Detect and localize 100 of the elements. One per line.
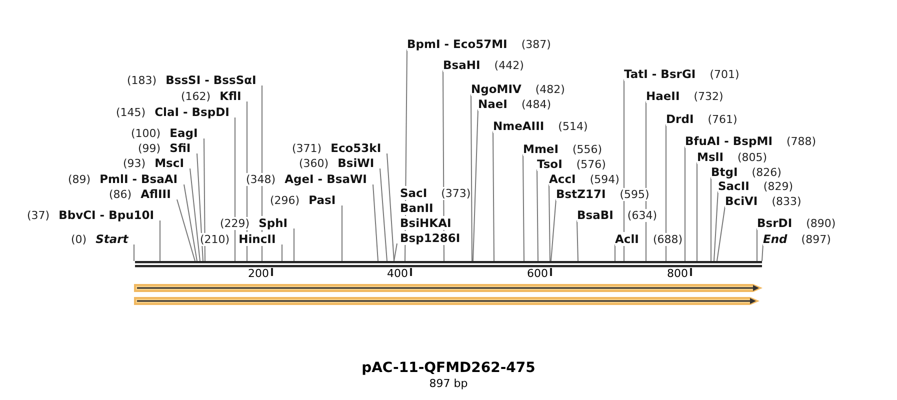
sequence-length: 897 bp (428, 377, 469, 390)
site-position: (229) (220, 216, 250, 230)
enzyme-name: AgeI - BsaWI (284, 172, 367, 186)
leader-line (176, 199, 196, 262)
site-position: (373) (441, 186, 471, 200)
ruler-label: 200 (247, 267, 269, 280)
site-position: (360) (299, 156, 329, 170)
site-position: (37) (27, 208, 50, 222)
site-position: (732) (694, 90, 724, 102)
leader-line (394, 243, 398, 262)
site-position: (210) (200, 232, 230, 246)
site-position: (829) (763, 180, 794, 192)
enzyme-name: MscI (154, 156, 184, 170)
leader-line (550, 199, 556, 262)
leader-line (184, 184, 198, 262)
site-position: (897) (801, 232, 831, 246)
site-position: (371) (292, 142, 322, 154)
leader-line (190, 168, 200, 262)
leader-line (386, 153, 394, 262)
site-position: (93) (123, 156, 146, 170)
site-position: (556) (572, 142, 602, 156)
enzyme-name: SacII (718, 178, 750, 192)
site-position: (576) (576, 158, 606, 170)
enzyme-name: ClaI - BspDI (154, 104, 230, 118)
leader-line (372, 184, 378, 262)
site-position: (890) (806, 216, 836, 230)
site-position: (514) (558, 120, 588, 132)
site-position: (100) (131, 126, 161, 140)
enzyme-name: NmeAIII (493, 118, 544, 132)
leader-line (710, 177, 712, 262)
leader-line (472, 109, 478, 262)
map-title: pAC-11-QFMD262-475 (360, 360, 536, 376)
sequence-end-label: Start (96, 232, 128, 246)
enzyme-name: BsiWI (338, 156, 374, 170)
leader-line (762, 244, 764, 262)
ruler-label: 600 (526, 267, 548, 280)
site-position: (788) (786, 134, 816, 148)
leader-line (234, 117, 236, 262)
ruler-label: 400 (386, 267, 408, 280)
site-position: (484) (521, 98, 552, 110)
site-position: (826) (752, 166, 782, 178)
site-position: (99) (138, 142, 161, 154)
leader-line (204, 138, 206, 262)
leader-line (536, 169, 538, 262)
leader-line (522, 154, 524, 262)
site-position: (296) (270, 194, 300, 206)
site-position: (348) (246, 172, 276, 186)
enzyme-name: NgoMIV (471, 82, 522, 96)
enzyme-name: BstZ17I (556, 186, 606, 200)
enzyme-name: EagI (170, 126, 198, 140)
leader-line (716, 206, 726, 262)
enzyme-name: BbvCI - Bpu10I (58, 208, 154, 222)
leader-line (756, 228, 758, 262)
leader-line (548, 184, 550, 262)
enzyme-name: BsiHKAI (400, 216, 452, 230)
enzyme-name: SfiI (170, 140, 191, 154)
leader-line (696, 162, 698, 262)
site-position: (162) (181, 90, 211, 102)
enzyme-name: TatI - BsrGI (624, 66, 696, 80)
site-position: (89) (68, 172, 91, 186)
enzyme-name: PmlI - BsaAI (100, 172, 178, 186)
site-position: (442) (494, 58, 524, 72)
site-position: (594) (590, 172, 620, 186)
leader-line (196, 153, 204, 262)
enzyme-name: AccI (549, 172, 576, 186)
leader-line (380, 168, 388, 262)
enzyme-name: BpmI - Eco57MI (407, 36, 508, 50)
site-position: (805) (738, 150, 768, 164)
enzyme-name: SphI (258, 216, 288, 230)
enzyme-name: BsaHI (443, 58, 480, 72)
site-position: (761) (708, 112, 738, 126)
site-position: (86) (109, 188, 132, 200)
site-position: (833) (772, 194, 802, 208)
leader-line (576, 220, 578, 262)
leader-line (614, 244, 616, 262)
leader-line (714, 191, 718, 262)
site-position: (634) (627, 208, 658, 222)
enzyme-name: MslI (697, 150, 724, 164)
ruler-label: 800 (666, 267, 688, 280)
enzyme-name: AflIII (140, 186, 171, 200)
enzyme-name: AclI (615, 232, 639, 246)
enzyme-name: MmeI (523, 142, 559, 156)
site-position: (183) (127, 74, 157, 86)
site-position: (688) (652, 232, 683, 246)
leader-line (492, 131, 494, 262)
site-position: (0) (71, 232, 87, 246)
enzyme-name: HaeII (646, 88, 680, 102)
enzyme-name: NaeI (478, 96, 508, 110)
enzyme-name: PasI (308, 192, 336, 206)
enzyme-name: DrdI (666, 112, 694, 126)
leader-line (684, 146, 686, 262)
site-position: (387) (521, 38, 551, 50)
enzyme-name: Eco53kI (330, 140, 382, 154)
enzyme-name: BssSI - BssSαI (166, 72, 256, 86)
enzyme-name: BsaBI (577, 208, 614, 222)
site-position: (595) (620, 188, 650, 200)
enzyme-name: HincII (238, 232, 276, 246)
leader-line (470, 94, 472, 262)
enzyme-name: BanII (400, 200, 434, 214)
site-position: (482) (535, 82, 565, 96)
